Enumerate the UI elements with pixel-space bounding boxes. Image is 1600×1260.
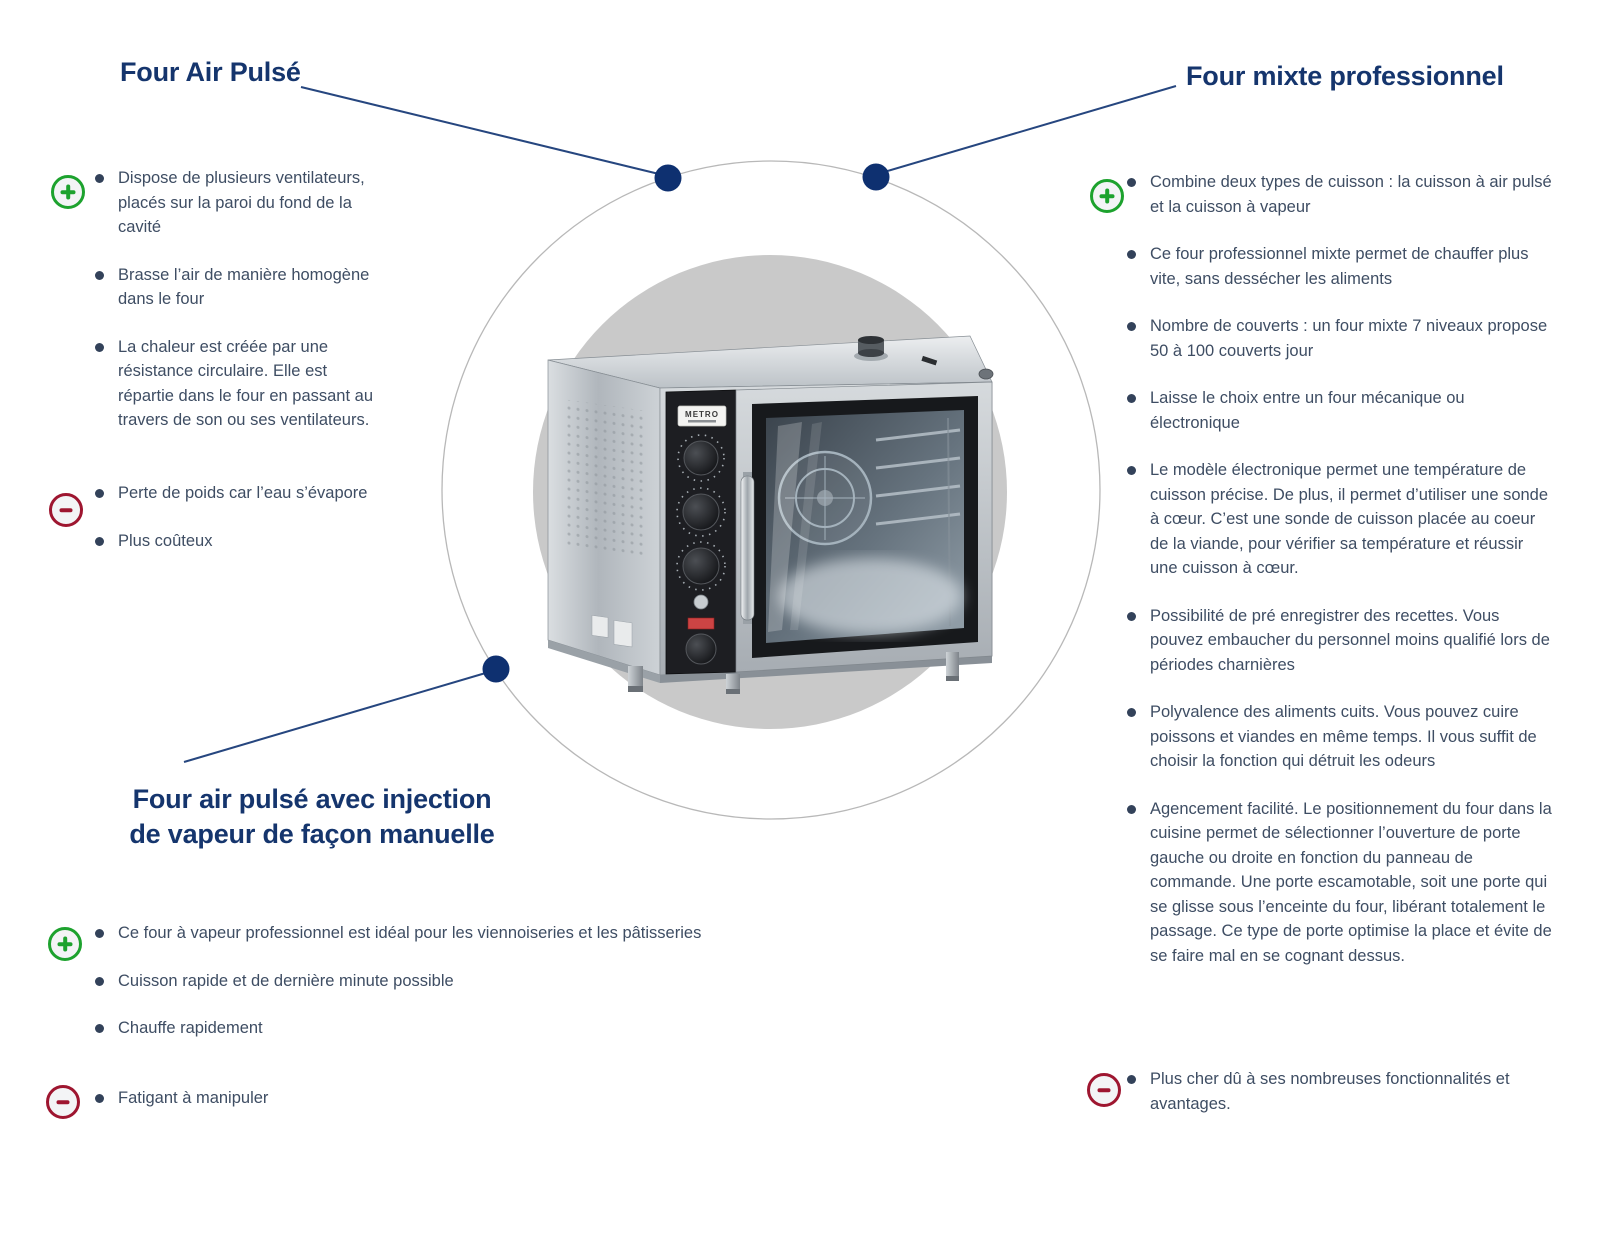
bullet-dot-icon (1127, 708, 1136, 717)
connector-line (883, 85, 1177, 173)
mixte-pros-list: Combine deux types de cuisson : la cuiss… (1125, 170, 1555, 968)
bullet-dot-icon (1127, 1075, 1136, 1084)
vapeur-manuelle-pros-list: Ce four à vapeur professionnel est idéal… (93, 921, 913, 1041)
list-item: Plus cher dû à ses nombreuses fonctionna… (1125, 1067, 1555, 1116)
bullet-dot-icon (95, 976, 104, 986)
list-item-text: Ce four à vapeur professionnel est idéal… (118, 924, 702, 942)
list-item: Ce four à vapeur professionnel est idéal… (93, 921, 913, 946)
vapeur-manuelle-cons-list: Fatigant à manipuler (93, 1086, 913, 1111)
list-item: Plus coûteux (93, 529, 413, 554)
oven-top-fittings (854, 336, 994, 380)
list-item: Cuisson rapide et de dernière minute pos… (93, 969, 913, 994)
list-item: Perte de poids car l’eau s’évapore (93, 481, 413, 506)
plus-icon (51, 175, 85, 209)
bullet-dot-icon (95, 536, 104, 546)
oven-illustration: METRO (547, 335, 994, 694)
section-title-mixte: Four mixte professionnel (1186, 61, 1504, 91)
list-item: La chaleur est créée par une résistance … (93, 335, 385, 433)
connector-line (183, 671, 490, 763)
list-item-text: Dispose de plusieurs ventilateurs, placé… (118, 169, 365, 236)
list-item: Dispose de plusieurs ventilateurs, placé… (93, 166, 385, 240)
plus-icon (1090, 179, 1124, 213)
oven-control-panel: METRO (665, 389, 737, 675)
orbit-dot (654, 164, 682, 192)
mixte-cons-list: Plus cher dû à ses nombreuses fonctionna… (1125, 1067, 1555, 1116)
list-item: Ce four professionnel mixte permet de ch… (1125, 242, 1555, 291)
minus-icon (1087, 1073, 1121, 1107)
section-title-air-pulse: Four Air Pulsé (120, 57, 301, 87)
list-item: Laisse le choix entre un four mécanique … (1125, 386, 1555, 435)
list-item-text: Plus cher dû à ses nombreuses fonctionna… (1150, 1070, 1510, 1113)
bullet-dot-icon (1127, 394, 1136, 403)
bullet-dot-icon (95, 174, 104, 183)
list-item-text: Ce four professionnel mixte permet de ch… (1150, 245, 1529, 288)
list-item: Fatigant à manipuler (93, 1086, 913, 1111)
bullet-dot-icon (1127, 322, 1136, 331)
list-item-text: La chaleur est créée par une résistance … (118, 337, 374, 430)
bullet-dot-icon (95, 270, 104, 280)
list-item-text: Laisse le choix entre un four mécanique … (1150, 389, 1465, 432)
list-item: Agencement facilité. Le positionnement d… (1125, 797, 1555, 969)
bullet-dot-icon (1127, 178, 1136, 187)
list-item-text: Perte de poids car l’eau s’évapore (118, 484, 368, 502)
list-item-text: Le modèle électronique permet une tempér… (1150, 461, 1549, 577)
orbit-dot (482, 655, 510, 683)
list-item-text: Cuisson rapide et de dernière minute pos… (118, 971, 454, 990)
oven-door (735, 381, 993, 673)
air-pulse-pros-list: Dispose de plusieurs ventilateurs, placé… (93, 166, 385, 433)
section-title-vapeur-manuelle: Four air pulsé avec injection de vapeur … (112, 782, 512, 852)
oven-brand-label: METRO (685, 410, 719, 419)
list-item-text: Combine deux types de cuisson : la cuiss… (1150, 173, 1552, 216)
connector-line (300, 86, 660, 175)
minus-icon (49, 493, 83, 527)
list-item-text: Chauffe rapidement (118, 1019, 263, 1037)
bullet-dot-icon (1127, 804, 1136, 814)
bullet-dot-icon (95, 929, 104, 938)
list-item-text: Brasse l’air de manière homogène dans le… (118, 265, 370, 309)
list-item: Combine deux types de cuisson : la cuiss… (1125, 170, 1555, 219)
list-item-text: Fatigant à manipuler (118, 1089, 269, 1107)
list-item-text: Plus coûteux (118, 531, 213, 550)
list-item: Possibilité de pré enregistrer des recet… (1125, 604, 1555, 678)
title-line-1: Four air pulsé avec injection (132, 784, 492, 814)
plus-icon (48, 927, 82, 961)
title-line-2: de vapeur de façon manuelle (129, 819, 495, 849)
list-item: Polyvalence des aliments cuits. Vous pou… (1125, 700, 1555, 774)
bullet-dot-icon (1127, 466, 1136, 475)
minus-icon (46, 1085, 80, 1119)
bullet-dot-icon (95, 489, 104, 498)
bullet-dot-icon (95, 342, 104, 352)
list-item-text: Agencement facilité. Le positionnement d… (1150, 799, 1552, 965)
list-item: Le modèle électronique permet une tempér… (1125, 458, 1555, 581)
orbit-dot (862, 163, 890, 191)
bullet-dot-icon (1127, 250, 1136, 259)
list-item-text: Possibilité de pré enregistrer des recet… (1150, 606, 1550, 674)
list-item-text: Nombre de couverts : un four mixte 7 niv… (1150, 317, 1548, 360)
bullet-dot-icon (95, 1024, 104, 1033)
bullet-dot-icon (1127, 611, 1136, 621)
list-item: Nombre de couverts : un four mixte 7 niv… (1125, 314, 1555, 363)
oven-legs (628, 652, 959, 694)
bullet-dot-icon (95, 1094, 104, 1103)
list-item: Brasse l’air de manière homogène dans le… (93, 263, 385, 312)
list-item-text: Polyvalence des aliments cuits. Vous pou… (1150, 703, 1537, 770)
list-item: Chauffe rapidement (93, 1016, 913, 1041)
